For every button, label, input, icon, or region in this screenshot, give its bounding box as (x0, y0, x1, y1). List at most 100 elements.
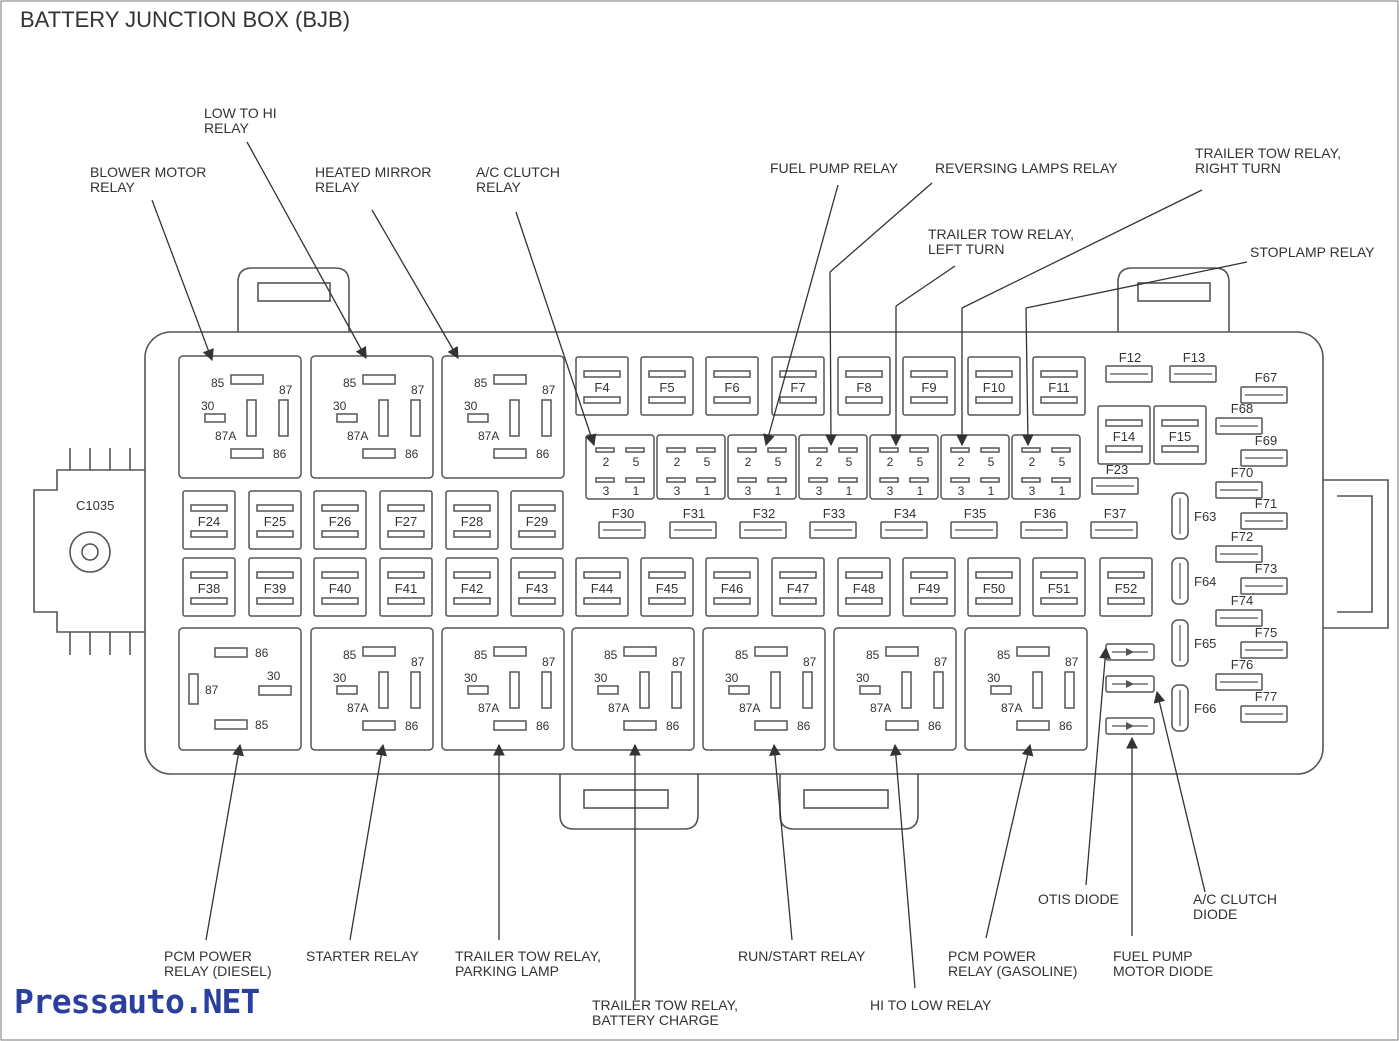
pcm-diesel-callout (205, 743, 244, 941)
pin-label: 1 (704, 484, 711, 498)
fuse-f48: F48 (837, 557, 891, 617)
pin-label: 30 (464, 671, 478, 685)
fuse-blade (975, 571, 1013, 579)
label-line: HEATED MIRROR (315, 164, 431, 180)
fuse-blade (1161, 445, 1199, 453)
fuse-blade (1040, 597, 1078, 605)
fuse-f77: F77 (1240, 689, 1288, 723)
pin-87a-terminal (509, 399, 520, 437)
fuse-label: F24 (198, 514, 220, 529)
pin-label: 86 (273, 447, 287, 461)
pin-label: 86 (405, 719, 419, 733)
fuse-f75: F75 (1240, 625, 1288, 659)
mini-pin-terminal (838, 477, 858, 483)
fuse-label: F65 (1194, 636, 1216, 651)
fuse-f38: F38 (182, 557, 236, 617)
label-line: RUN/START RELAY (738, 948, 866, 964)
fuse-blade (387, 597, 425, 605)
label-fuel-pump-relay: FUEL PUMP RELAY (770, 160, 899, 176)
fuse-blade (583, 597, 621, 605)
pin-label: 3 (816, 484, 823, 498)
fuse-blade (518, 504, 556, 512)
diode-ac-clutch (1105, 675, 1155, 693)
pin-label: 87A (739, 701, 760, 715)
pin-label: 87A (870, 701, 891, 715)
fuse-label: F13 (1183, 350, 1205, 365)
fuse-label: F47 (787, 581, 809, 596)
fuse-body (575, 557, 629, 617)
pin-30-terminal (336, 413, 358, 423)
fuse-body (1215, 545, 1263, 563)
pin-label: 5 (846, 455, 853, 469)
fuse-body (1240, 512, 1288, 530)
pin-30-terminal (467, 685, 489, 695)
label-line: DIODE (1193, 906, 1237, 922)
fuse-label: F31 (683, 506, 705, 521)
fuse-label: F49 (918, 581, 940, 596)
fuse-label: F34 (894, 506, 916, 521)
fuse-blade (387, 571, 425, 579)
pin-86-terminal (1016, 720, 1050, 731)
fuse-f4: F4 (575, 356, 629, 416)
run-start-callout (769, 743, 793, 941)
label-line: RELAY (GASOLINE) (948, 963, 1077, 979)
pin-label: 87 (672, 655, 686, 669)
fuse-f11: F11 (1032, 356, 1086, 416)
fuse-blade (1105, 419, 1143, 427)
fuse-body (1169, 365, 1217, 383)
fuse-f46: F46 (705, 557, 759, 617)
low-to-hi-callout (246, 141, 367, 360)
fuse-label: F7 (790, 380, 805, 395)
pin-label: 30 (201, 399, 215, 413)
pin-85-terminal (623, 646, 657, 657)
mini-relay-body (940, 434, 1010, 500)
pin-label: 30 (594, 671, 608, 685)
fuse-f28: F28 (445, 490, 499, 550)
pin-30-terminal (467, 413, 489, 423)
fuse-body (771, 356, 825, 416)
fuse-f5: F5 (640, 356, 694, 416)
pin-label: 85 (211, 376, 225, 390)
pin-label: 86 (255, 646, 269, 660)
fuse-label: F15 (1169, 429, 1191, 444)
pin-label: 85 (474, 376, 488, 390)
label-line: RELAY (476, 179, 522, 195)
label-line: A/C CLUTCH (476, 164, 560, 180)
relay-body (178, 355, 302, 479)
fuse-f23: F23 (1091, 462, 1139, 495)
pin-label: 87 (934, 655, 948, 669)
fuse-f47: F47 (771, 557, 825, 617)
pin-30-terminal (728, 685, 750, 695)
pin-87-terminal (541, 399, 552, 437)
fuse-blade (387, 530, 425, 538)
fuse-label: F28 (461, 514, 483, 529)
fuse-blade (256, 504, 294, 512)
fuse-body (1032, 356, 1086, 416)
pin-87-terminal (410, 671, 421, 709)
fuse-label: F70 (1231, 465, 1253, 480)
fuse-label: F67 (1255, 370, 1277, 385)
diode-symbol (1126, 680, 1134, 688)
pin-label: 3 (603, 484, 610, 498)
pin-30-terminal (990, 685, 1012, 695)
pin-label: 87 (542, 655, 556, 669)
pin-label: 87A (608, 701, 629, 715)
fuse-body (445, 557, 499, 617)
fuse-body (1240, 577, 1288, 595)
fuse-blade (779, 396, 817, 404)
mini-pin-terminal (879, 447, 899, 453)
fuse-label: F76 (1231, 657, 1253, 672)
fuse-f24: F24 (182, 490, 236, 550)
fuse-label: F38 (198, 581, 220, 596)
label-line: OTIS DIODE (1038, 891, 1119, 907)
label-starter-relay: STARTER RELAY (306, 948, 419, 964)
label-trailer-tow-parking-lamp: TRAILER TOW RELAY,PARKING LAMP (455, 948, 601, 979)
fuse-body (705, 356, 759, 416)
fuse-label: F45 (656, 581, 678, 596)
fuse-body (880, 521, 928, 539)
pin-85-terminal (214, 719, 248, 730)
